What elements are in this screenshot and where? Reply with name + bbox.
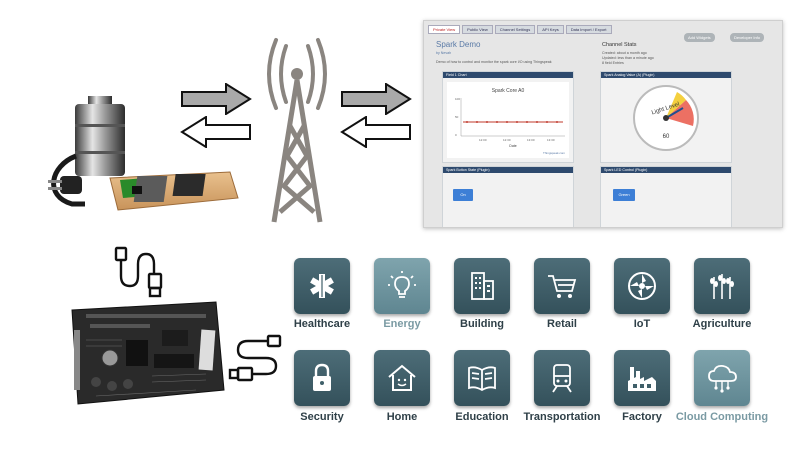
tile-security[interactable] [294,350,350,406]
led-green-button[interactable]: Green [613,189,635,201]
tile-building[interactable] [454,258,510,314]
tile-label: Cloud Computing [675,411,769,423]
tile-retail[interactable] [534,258,590,314]
tile-label: Security [300,411,344,423]
tile-label: Energy [383,318,421,330]
panel-header: Spark LED Control (Plugin) [601,167,731,173]
cloud-icon [708,364,737,393]
field-chart: Spark Core A0 100 50 0 12:00 12:30 13:00… [447,82,569,158]
train-icon [552,364,572,393]
battery-board-illustration [48,96,239,211]
open-book-icon [468,366,496,392]
factory-icon [628,367,656,391]
arrow-right-icon [181,83,252,115]
arrow-right-icon [341,83,412,115]
channel-author[interactable]: by Nevah [436,51,452,55]
tab-channel-settings[interactable]: Channel Settings [494,25,536,34]
panel-header: Spark Button State (Plugin) [443,167,573,173]
chart-ytick: 0 [455,133,457,137]
chart-credit: Thingspeak.com [543,151,566,155]
stat-entries: 8 field Entries [602,61,624,65]
tile-cloud-computing[interactable] [694,350,750,406]
controller-circuit-board [71,301,225,405]
tile-label: Healthcare [293,318,351,330]
panel-header: Spark Analog Value (A) (Plugin) [601,72,731,78]
tab-data-import-export[interactable]: Data Import / Export [565,25,612,34]
tile-label: Home [386,411,418,423]
channel-description: Demo of how to control and monitor the s… [436,60,552,64]
channel-title: Spark Demo [436,40,481,49]
tile-agriculture[interactable] [694,258,750,314]
lightbulb-icon [388,271,416,298]
chart-xtick: 13:00 [527,138,535,142]
chart-xtick: 12:30 [503,138,511,142]
tile-label: IoT [633,318,651,330]
tile-label: Building [460,318,504,330]
tile-label: Transportation [523,411,601,423]
chart-xtick: 12:00 [479,138,487,142]
tile-healthcare[interactable] [294,258,350,314]
gauge-value: 60 [663,134,670,140]
channel-stats-title: Channel Stats [602,42,637,48]
chart-ytick: 50 [455,115,459,119]
tile-label: Education [455,411,509,423]
gauge-panel: Spark Analog Value (A) (Plugin) Light Le… [600,71,732,163]
iot-globe-icon [628,272,656,300]
tab-api-keys[interactable]: API Keys [537,25,564,34]
shopping-cart-icon [548,275,577,298]
tile-home[interactable] [374,350,430,406]
tile-transportation[interactable] [534,350,590,406]
tile-education[interactable] [454,350,510,406]
arrow-left-icon [180,116,251,148]
chart-ytick: 100 [455,97,460,101]
button-state-panel: Spark Button State (Plugin) On [442,166,574,227]
building-icon [471,272,494,300]
medical-star-icon [310,274,334,298]
light-level-gauge: Light Level 60 [633,85,699,151]
tile-label: Agriculture [692,318,752,330]
chart-title: Spark Core A0 [492,88,525,94]
panel-header: Field 1 Chart [443,72,573,78]
usb-cable-icon [114,246,163,298]
developer-info-button[interactable]: Developer Info [730,33,765,42]
chart-xtick: 13:30 [547,138,555,142]
padlock-icon [313,363,331,391]
tile-energy[interactable] [374,258,430,314]
arrow-left-icon [340,116,411,148]
chart-xlabel: Date [509,144,516,148]
add-widgets-button[interactable]: Add Widgets [684,33,715,42]
tile-label: Retail [547,318,577,330]
stat-created: Created: about a month ago [602,51,647,55]
wheat-icon [710,274,734,299]
tile-factory[interactable] [614,350,670,406]
tile-iot[interactable] [614,258,670,314]
field-chart-panel: Field 1 Chart Spark Core A0 100 50 0 12:… [442,71,574,163]
thingspeak-dashboard: Private View Public View Channel Setting… [423,20,783,228]
tile-label: Factory [622,411,662,423]
usb-cable-icon [228,334,282,382]
dashboard-tabs: Private View Public View Channel Setting… [428,25,612,34]
house-icon [388,364,416,391]
tab-public-view[interactable]: Public View [462,25,493,34]
cell-tower-icon [267,38,327,223]
stat-updated: Updated: less than a minute ago [602,56,654,60]
led-control-panel: Spark LED Control (Plugin) Green [600,166,732,227]
button-state-on[interactable]: On [453,189,473,201]
tab-private-view[interactable]: Private View [428,25,461,34]
